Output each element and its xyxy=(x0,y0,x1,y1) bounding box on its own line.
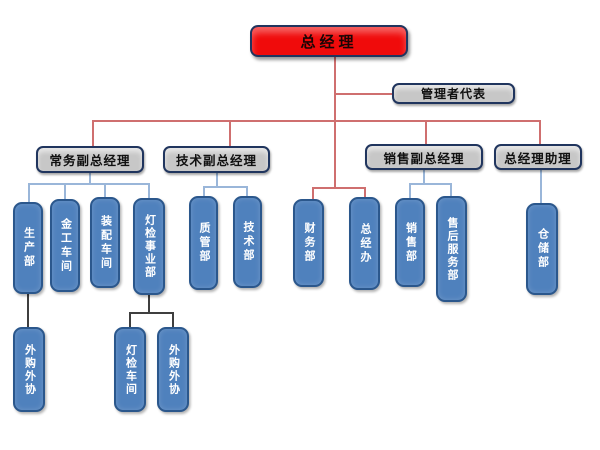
node-management-representative: 管理者代表 xyxy=(392,83,515,104)
node-finance-dept: 财务部 xyxy=(293,199,324,287)
connector-line xyxy=(148,295,150,312)
connector-line xyxy=(104,183,106,197)
node-general-manager: 总经理 xyxy=(250,25,408,57)
node-outsourcing-lamp-division: 外购外协 xyxy=(157,327,189,412)
connector-line xyxy=(364,187,366,198)
connector-line xyxy=(129,312,174,314)
connector-line xyxy=(229,120,231,147)
connector-line xyxy=(172,312,174,327)
node-lamp-inspection-workshop: 灯检车间 xyxy=(114,327,146,412)
connector-line xyxy=(203,186,205,196)
node-outsourcing-production: 外购外协 xyxy=(13,327,45,412)
node-assembly-workshop: 装配车间 xyxy=(90,197,120,288)
node-production-dept: 生产部 xyxy=(13,202,43,294)
node-lamp-inspection-division: 灯检事业部 xyxy=(133,198,165,295)
node-quality-dept: 质管部 xyxy=(189,196,218,290)
connector-line xyxy=(203,186,248,188)
connector-line xyxy=(28,183,30,202)
connector-line xyxy=(409,183,452,185)
connector-line xyxy=(423,169,425,183)
node-gm-office: 总经办 xyxy=(349,197,380,290)
connector-line xyxy=(425,120,427,145)
connector-line xyxy=(312,187,314,200)
connector-line xyxy=(540,169,542,203)
node-sales-deputy-gm: 销售副总经理 xyxy=(365,144,483,170)
node-metalwork-workshop: 金工车间 xyxy=(50,199,80,292)
connector-line xyxy=(216,172,218,186)
connector-line xyxy=(129,312,131,327)
connector-line xyxy=(334,93,392,95)
node-after-sales-service-dept: 售后服务部 xyxy=(436,196,467,302)
connector-line xyxy=(334,57,336,120)
connector-line xyxy=(246,186,248,196)
connector-line xyxy=(92,120,541,122)
connector-line xyxy=(28,183,149,185)
connector-line xyxy=(539,120,541,145)
node-sales-dept: 销售部 xyxy=(395,198,425,287)
connector-line xyxy=(148,183,150,198)
connector-line xyxy=(312,187,365,189)
node-warehouse-dept: 仓储部 xyxy=(526,203,558,295)
connector-line xyxy=(334,120,336,188)
connector-line xyxy=(409,183,411,198)
connector-line xyxy=(64,183,66,199)
connector-line xyxy=(450,183,452,196)
connector-line xyxy=(92,120,94,147)
node-technology-dept: 技术部 xyxy=(233,196,262,288)
connector-line xyxy=(27,294,29,327)
node-gm-assistant: 总经理助理 xyxy=(494,144,582,170)
connector-line xyxy=(89,172,91,183)
node-technical-deputy-gm: 技术副总经理 xyxy=(163,146,270,173)
node-executive-deputy-gm: 常务副总经理 xyxy=(36,146,144,173)
